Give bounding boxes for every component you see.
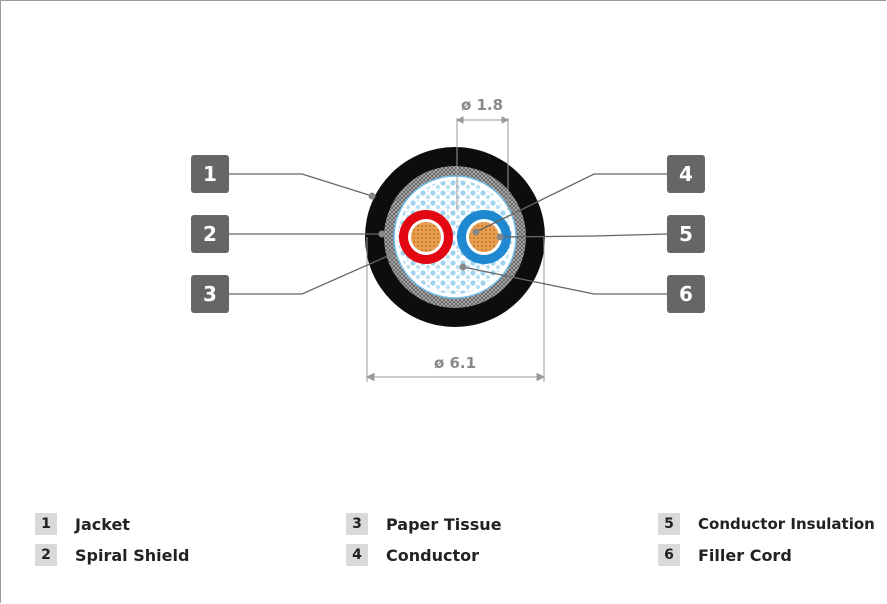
leader-1 (229, 173, 373, 197)
legend-label: Paper Tissue (386, 514, 502, 534)
legend-item-conductor-insulation: 5 Conductor Insulation (658, 513, 875, 535)
conductor-left (411, 222, 441, 252)
leader-lines (229, 173, 668, 295)
legend-label: Conductor Insulation (698, 515, 875, 533)
leader-4 (475, 173, 667, 233)
legend-item-paper-tissue: 3 Paper Tissue (346, 513, 502, 535)
inner-dimension (455, 116, 510, 210)
callout-1: 1 (191, 155, 229, 193)
legend-item-conductor: 4 Conductor (346, 544, 479, 566)
callout-5: 5 (667, 215, 705, 253)
callout-6: 6 (667, 275, 705, 313)
legend-label: Spiral Shield (75, 545, 190, 565)
legend-label: Filler Cord (698, 545, 792, 565)
inner-diameter-label: ø 1.8 (461, 96, 503, 114)
legend-number: 5 (658, 513, 680, 535)
outer-diameter-label: ø 6.1 (434, 354, 476, 372)
legend-label: Conductor (386, 545, 479, 565)
conductor-right (469, 222, 499, 252)
legend-label: Jacket (75, 514, 130, 534)
callout-4: 4 (667, 155, 705, 193)
legend-number: 3 (346, 513, 368, 535)
outer-dimension (365, 237, 546, 382)
leader-5 (499, 233, 668, 238)
filler-cord (398, 180, 512, 294)
legend-item-spiral-shield: 2 Spiral Shield (35, 544, 189, 566)
legend-number: 1 (35, 513, 57, 535)
legend-item-jacket: 1 Jacket (35, 513, 130, 535)
leader-3 (229, 254, 391, 295)
callout-3: 3 (191, 275, 229, 313)
callout-2: 2 (191, 215, 229, 253)
legend-number: 4 (346, 544, 368, 566)
legend-item-filler-cord: 6 Filler Cord (658, 544, 792, 566)
leader-dots (368, 192, 504, 271)
legend-number: 2 (35, 544, 57, 566)
leader-6 (462, 266, 667, 295)
legend-number: 6 (658, 544, 680, 566)
